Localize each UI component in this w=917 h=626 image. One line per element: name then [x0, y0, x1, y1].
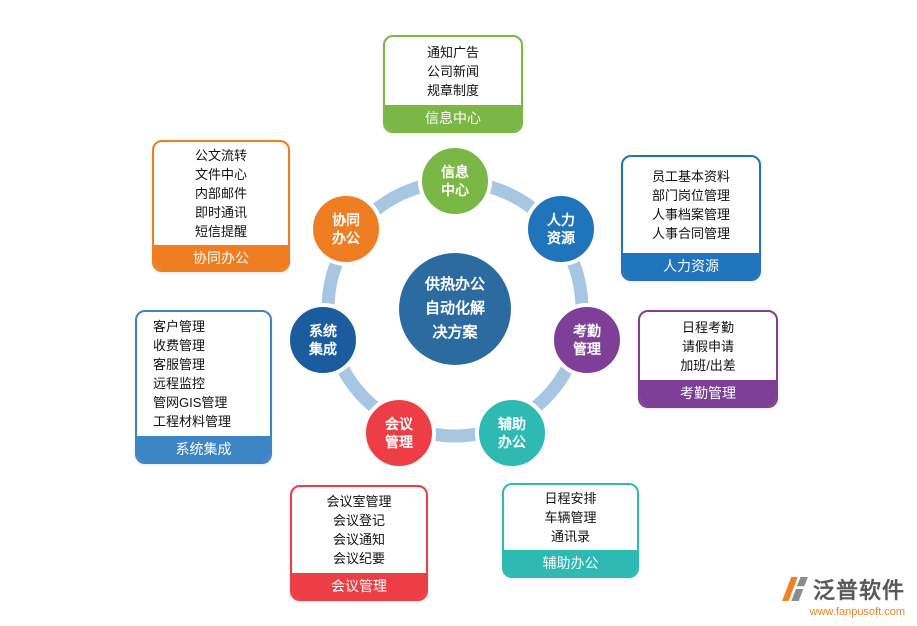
- callout-item: 员工基本资料: [651, 169, 730, 184]
- callout-item: 即时通讯: [194, 205, 247, 220]
- node-label: 信息 中心: [441, 163, 469, 198]
- callout-item: 远程监控: [153, 376, 206, 391]
- callout-item: 管网GIS管理: [153, 395, 228, 410]
- center-label: 供热办公 自动化解 决方案: [424, 276, 485, 341]
- callout-items: 日程安排 车辆管理 通讯录: [504, 485, 637, 550]
- callout-item: 加班/出差: [680, 357, 736, 373]
- node-collaborative-office: 协同 办公: [309, 192, 383, 266]
- callout-item: 请假申请: [681, 338, 734, 354]
- callout-item: 短信提醒: [194, 224, 247, 239]
- callout-human-resources: 员工基本资料 部门岗位管理 人事档案管理 人事合同管理 人力资源: [621, 155, 761, 281]
- callout-items: 客户管理 收费管理 客服管理 远程监控 管网GIS管理 工程材料管理: [137, 312, 270, 436]
- callout-item: 内部邮件: [194, 186, 247, 201]
- node-system-integration: 系统 集成: [286, 303, 360, 377]
- callout-attendance-management: 日程考勤 请假申请 加班/出差 考勤管理: [638, 310, 778, 408]
- callout-title: 协同办公: [154, 245, 288, 270]
- callout-item: 部门岗位管理: [651, 188, 730, 203]
- callout-items: 员工基本资料 部门岗位管理 人事档案管理 人事合同管理: [623, 157, 759, 253]
- callout-item: 客户管理: [153, 319, 206, 334]
- callout-item: 公文流转: [194, 148, 247, 163]
- callout-auxiliary-office: 日程安排 车辆管理 通讯录 辅助办公: [502, 483, 639, 578]
- callout-title: 人力资源: [623, 253, 759, 279]
- node-label: 考勤 管理: [573, 322, 601, 357]
- callout-info-center: 通知广告 公司新闻 规章制度 信息中心: [383, 35, 523, 133]
- callout-item: 规章制度: [426, 82, 479, 98]
- callout-items: 日程考勤 请假申请 加班/出差: [640, 312, 776, 380]
- callout-item: 公司新闻: [426, 63, 479, 79]
- callout-items: 通知广告 公司新闻 规章制度: [385, 37, 521, 105]
- callout-item: 人事合同管理: [651, 226, 730, 241]
- callout-item: 通知广告: [426, 44, 479, 60]
- callout-system-integration: 客户管理 收费管理 客服管理 远程监控 管网GIS管理 工程材料管理 系统集成: [135, 310, 272, 464]
- callout-item: 车辆管理: [544, 510, 597, 525]
- fanpu-logo-icon: [782, 577, 808, 601]
- callout-items: 会议室管理 会议登记 会议通知 会议纪要: [292, 487, 426, 573]
- callout-item: 人事档案管理: [651, 207, 730, 222]
- callout-item: 会议室管理: [326, 494, 392, 509]
- brand-row: 泛普软件: [782, 573, 905, 605]
- callout-title: 会议管理: [292, 573, 426, 599]
- brand-name: 泛普软件: [812, 578, 905, 603]
- callout-item: 会议登记: [332, 513, 385, 528]
- callout-title: 信息中心: [385, 105, 521, 131]
- callout-item: 收费管理: [153, 338, 206, 353]
- callout-items: 公文流转 文件中心 内部邮件 即时通讯 短信提醒: [154, 142, 288, 245]
- callout-item: 日程安排: [544, 491, 597, 506]
- brand-website: www.fanpusoft.com: [809, 606, 905, 618]
- callout-title: 系统集成: [137, 436, 270, 462]
- node-label: 辅助 办公: [498, 415, 526, 450]
- center-node: 供热办公 自动化解 决方案: [399, 253, 511, 365]
- callout-item: 会议纪要: [332, 551, 385, 566]
- brand-watermark: 泛普软件 www.fanpusoft.com: [782, 573, 905, 618]
- callout-item: 客服管理: [153, 357, 206, 372]
- node-meeting-management: 会议 管理: [362, 396, 436, 470]
- callout-title: 辅助办公: [504, 550, 637, 576]
- node-human-resources: 人力 资源: [524, 192, 598, 266]
- callout-item: 日程考勤: [681, 319, 734, 335]
- node-label: 系统 集成: [309, 322, 337, 357]
- callout-title: 考勤管理: [640, 380, 776, 406]
- callout-collaborative-office: 公文流转 文件中心 内部邮件 即时通讯 短信提醒 协同办公: [152, 140, 290, 272]
- node-info-center: 信息 中心: [418, 144, 492, 218]
- node-attendance-management: 考勤 管理: [550, 303, 624, 377]
- node-label: 协同 办公: [332, 211, 360, 246]
- node-label: 会议 管理: [385, 415, 413, 450]
- callout-item: 通讯录: [550, 529, 590, 544]
- node-auxiliary-office: 辅助 办公: [475, 396, 549, 470]
- callout-item: 会议通知: [332, 532, 385, 547]
- callout-meeting-management: 会议室管理 会议登记 会议通知 会议纪要 会议管理: [290, 485, 428, 601]
- callout-item: 工程材料管理: [153, 414, 232, 429]
- callout-item: 文件中心: [194, 167, 247, 182]
- node-label: 人力 资源: [547, 211, 575, 246]
